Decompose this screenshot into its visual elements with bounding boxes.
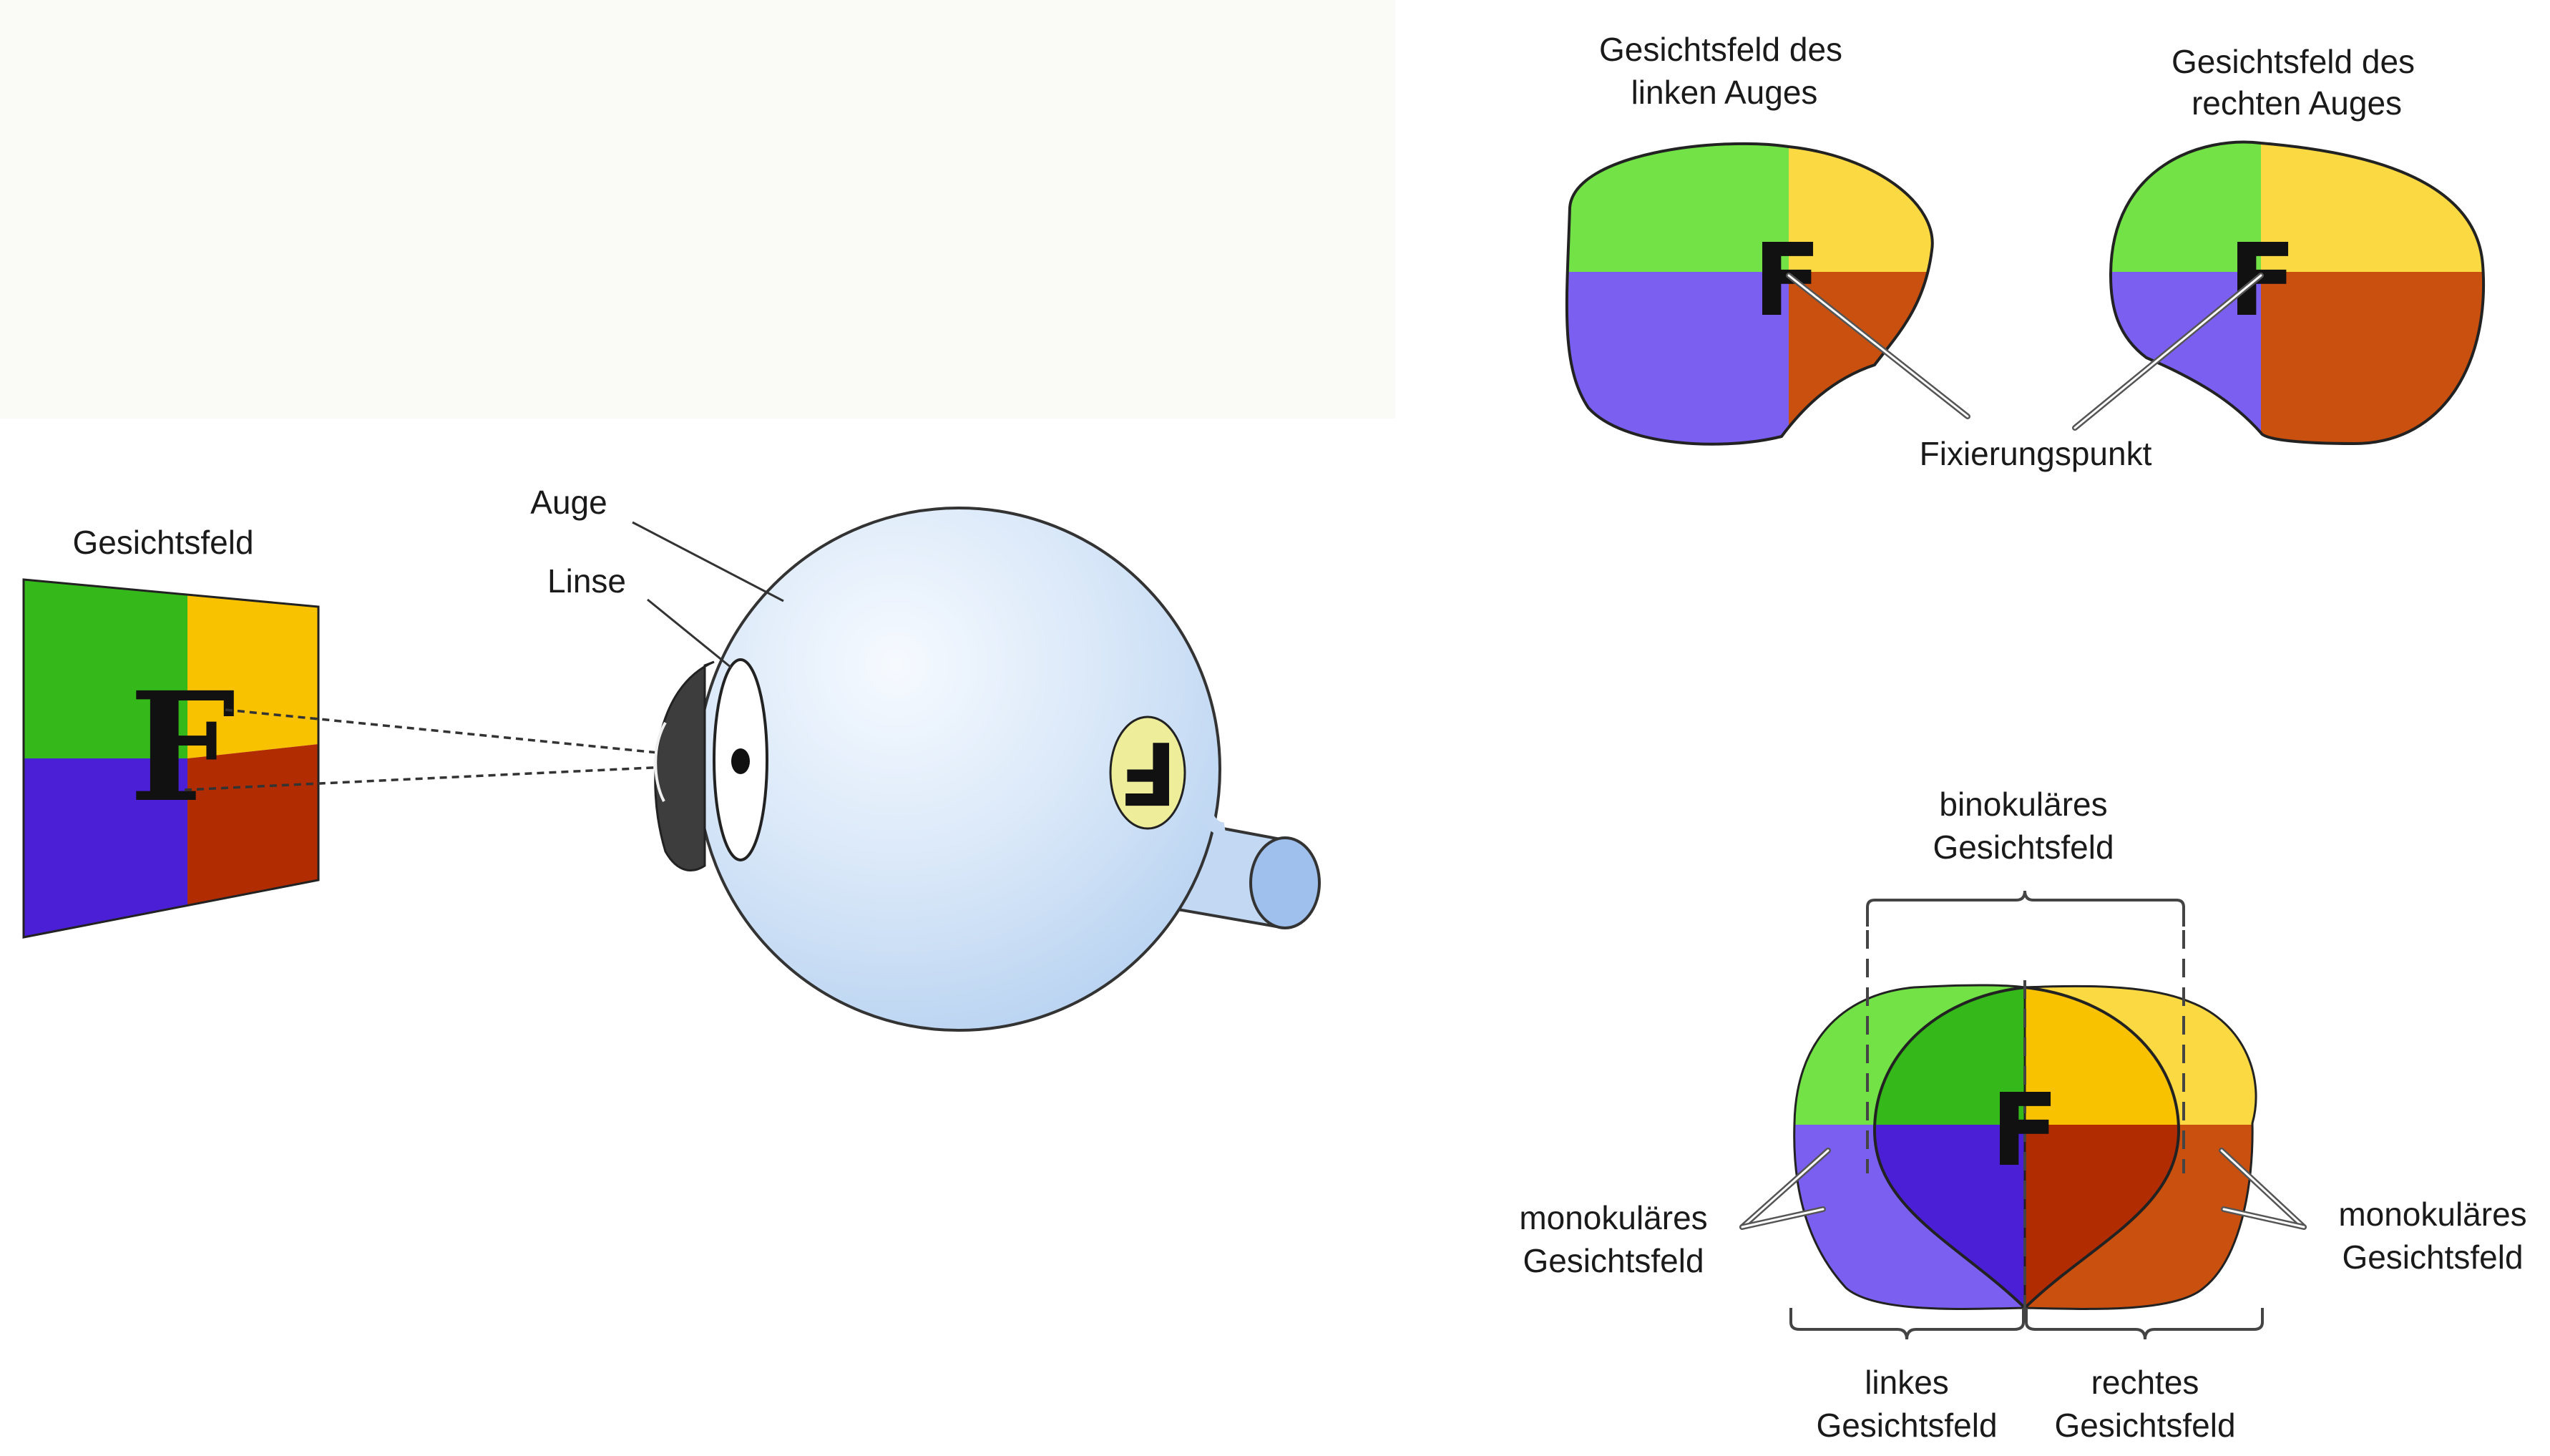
- label-right-eye-line1: Gesichtsfeld des: [2172, 43, 2415, 80]
- label-left-eye-line2: linken Auges: [1631, 74, 1818, 111]
- right-eye-letter: F: [2228, 223, 2297, 339]
- visual-field-object: F: [22, 578, 320, 939]
- nodal-point: [731, 748, 750, 774]
- label-left-eye-line1: Gesichtsfeld des: [1599, 31, 1842, 68]
- bino-right-outline: [2024, 984, 2257, 1310]
- label-right-field-line2: Gesichtsfeld: [2054, 1407, 2235, 1444]
- label-linse: Linse: [547, 562, 626, 600]
- monocular-leaders: [1739, 1148, 2307, 1230]
- leader-mono-left-lower-core: [1741, 1208, 1824, 1228]
- optic-nerve-neck: [1197, 806, 1226, 836]
- label-gesichtsfeld: Gesichtsfeld: [72, 524, 253, 561]
- binocular-bracket-top: [1866, 890, 2185, 927]
- leader-fixation-left-core: [1787, 274, 1969, 418]
- retina-letter: F: [1118, 722, 1177, 821]
- leader-mono-right-upper-core: [2220, 1149, 2305, 1228]
- leader-auge: [632, 521, 784, 602]
- left-eye-field-outline: [1565, 142, 1934, 446]
- object-quadrant-green: [24, 580, 187, 758]
- left-eye-field: F: [1565, 142, 1934, 446]
- leader-fixation-right-core: [2073, 274, 2262, 429]
- background-panel: [0, 0, 1395, 419]
- label-mono-right-line2: Gesichtsfeld: [2342, 1238, 2523, 1276]
- label-right-eye-line2: rechten Auges: [2192, 84, 2402, 122]
- binocular-letter: F: [1990, 1073, 2059, 1189]
- object-quadrant-yellow: [187, 594, 318, 758]
- pupil-edge: [654, 721, 667, 802]
- iris: [654, 660, 715, 871]
- left-field-bracket: [1789, 1308, 2025, 1340]
- left-eye-quadrant-blue: [1566, 272, 1789, 444]
- retina-spot: [1109, 715, 1186, 830]
- left-eye-letter: F: [1753, 223, 1822, 339]
- object-quadrant-blue: [24, 758, 187, 937]
- label-binocular-line2: Gesichtsfeld: [1933, 829, 2114, 866]
- leader-linse: [647, 598, 732, 669]
- right-eye-field-outline: [2109, 140, 2485, 446]
- label-left-field-line1: linkes: [1865, 1364, 1949, 1401]
- label-right-field-line1: rechtes: [2091, 1364, 2199, 1401]
- label-fixation: Fixierungspunkt: [1920, 435, 2152, 472]
- right-field-bracket: [2025, 1308, 2264, 1340]
- optic-nerve-end: [1249, 836, 1321, 929]
- leader-mono-right-lower-core: [2222, 1208, 2305, 1228]
- object-outline: [22, 578, 320, 939]
- leader-mono-left-upper-core: [1741, 1149, 1830, 1228]
- label-mono-left-line1: monokuläres: [1519, 1199, 1707, 1236]
- binocular-bracket: [1866, 890, 2185, 1173]
- label-binocular-line1: binokuläres: [1939, 786, 2107, 823]
- label-auge: Auge: [530, 484, 607, 521]
- eyeball: F: [654, 507, 1321, 1032]
- right-eye-field: F: [2109, 140, 2485, 446]
- label-mono-right-line1: monokuläres: [2338, 1196, 2526, 1233]
- label-left-field-line2: Gesichtsfeld: [1816, 1407, 1997, 1444]
- object-letter: F: [129, 659, 235, 836]
- label-mono-left-line2: Gesichtsfeld: [1523, 1242, 1704, 1279]
- binocular-field: F: [1793, 980, 2257, 1310]
